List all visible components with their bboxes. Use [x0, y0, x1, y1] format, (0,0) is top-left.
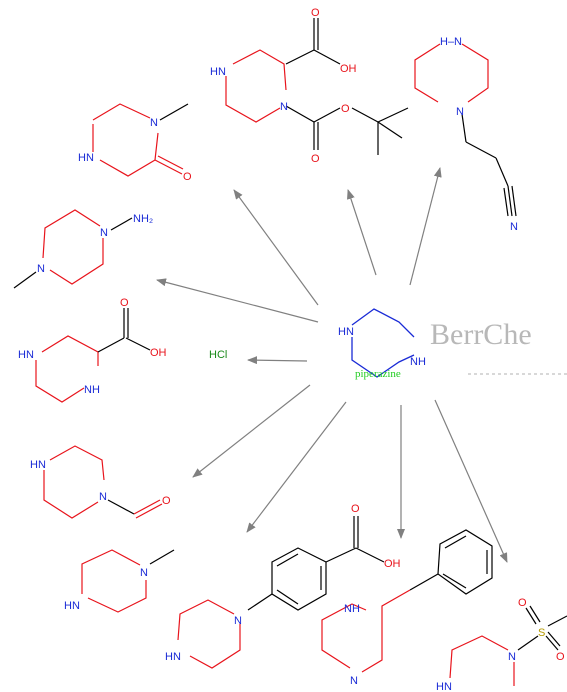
propanenitrile-structure	[414, 43, 517, 217]
piperazine-acid-oh: OH	[150, 347, 167, 359]
carbaldehyde-structure	[43, 445, 163, 519]
boc-acid-hn: HN	[210, 66, 226, 78]
benzoic-acid-o: O	[351, 503, 360, 515]
amino-methylpiperazine-structure	[13, 209, 133, 289]
methylpiperazine-structure	[81, 549, 175, 613]
benzoic-acid-oh: OH	[384, 558, 401, 570]
reaction-arrows	[156, 167, 508, 563]
watermark-text: BerrChe	[430, 318, 532, 351]
piperazine-caption: piperazine	[355, 368, 401, 380]
sulfonyl-o-top: O	[518, 597, 527, 609]
phenylpiperazine-n: N	[350, 675, 358, 687]
arrow-to-propanenitrile	[409, 167, 442, 286]
hydrochloride-label: HCl	[209, 349, 227, 361]
arrow-to-boc-acid	[347, 189, 377, 276]
piperazine-nh-left: HN	[338, 326, 354, 338]
sulfonyl-s: S	[538, 627, 545, 639]
methyl-piperazinone-o: O	[183, 171, 192, 183]
carbaldehyde-hn: HN	[30, 459, 46, 471]
arrow-to-benzoic-acid	[246, 401, 347, 533]
benzoic-acid-hn: HN	[165, 651, 181, 663]
propanenitrile-n: N	[456, 106, 464, 118]
piperazine-acid-structure	[35, 308, 151, 403]
piperazine-acid-o: O	[120, 297, 129, 309]
piperazine-structure	[351, 308, 415, 378]
boc-acid-oh: OH	[340, 63, 357, 75]
carbaldehyde-n: N	[99, 491, 107, 503]
methylpiperazine-hn: HN	[64, 600, 80, 612]
sulfonyl-structure	[449, 605, 567, 686]
sulfonyl-hn: HN	[436, 681, 452, 692]
amino-methylpiperazine-nh2: NH₂	[133, 213, 153, 225]
piperazine-nh-right: NH	[410, 356, 426, 368]
sulfonyl-o-bottom: O	[556, 651, 565, 663]
boc-acid-n: N	[280, 101, 288, 113]
methyl-piperazinone-hn: HN	[78, 152, 94, 164]
arrow-to-methyl-piperazinone	[233, 189, 319, 306]
methylpiperazine-n: N	[140, 567, 148, 579]
piperazine-acid-hn: HN	[18, 349, 34, 361]
boc-acid-o-top: O	[311, 7, 320, 19]
benzoic-acid-n: N	[234, 615, 242, 627]
amino-methylpiperazine-n-bottom: N	[37, 263, 45, 275]
piperazine-acid-nh: NH	[84, 384, 100, 396]
arrow-to-hydrochloride	[247, 356, 308, 365]
sulfonyl-n: N	[508, 651, 516, 663]
phenylpiperazine-nh: NH	[344, 603, 360, 615]
methyl-piperazinone-n: N	[150, 117, 158, 129]
propanenitrile-nitrile-n: N	[510, 221, 518, 233]
phenylpiperazine-structure	[321, 529, 493, 673]
methyl-piperazinone-structure	[92, 103, 189, 177]
boc-acid-o-carbonyl: O	[311, 153, 320, 165]
carbaldehyde-o: O	[162, 495, 171, 507]
arrow-to-amino-methylpiperazine	[156, 278, 319, 323]
propanenitrile-nh: H–N	[440, 36, 462, 48]
amino-methylpiperazine-n-top: N	[100, 227, 108, 239]
boc-acid-o-ester: O	[341, 103, 350, 115]
boc-acid-structure	[225, 18, 409, 155]
arrow-to-sulfonyl	[434, 399, 508, 563]
arrow-to-carbaldehyde	[192, 384, 311, 478]
benzoic-acid-structure	[177, 516, 385, 669]
